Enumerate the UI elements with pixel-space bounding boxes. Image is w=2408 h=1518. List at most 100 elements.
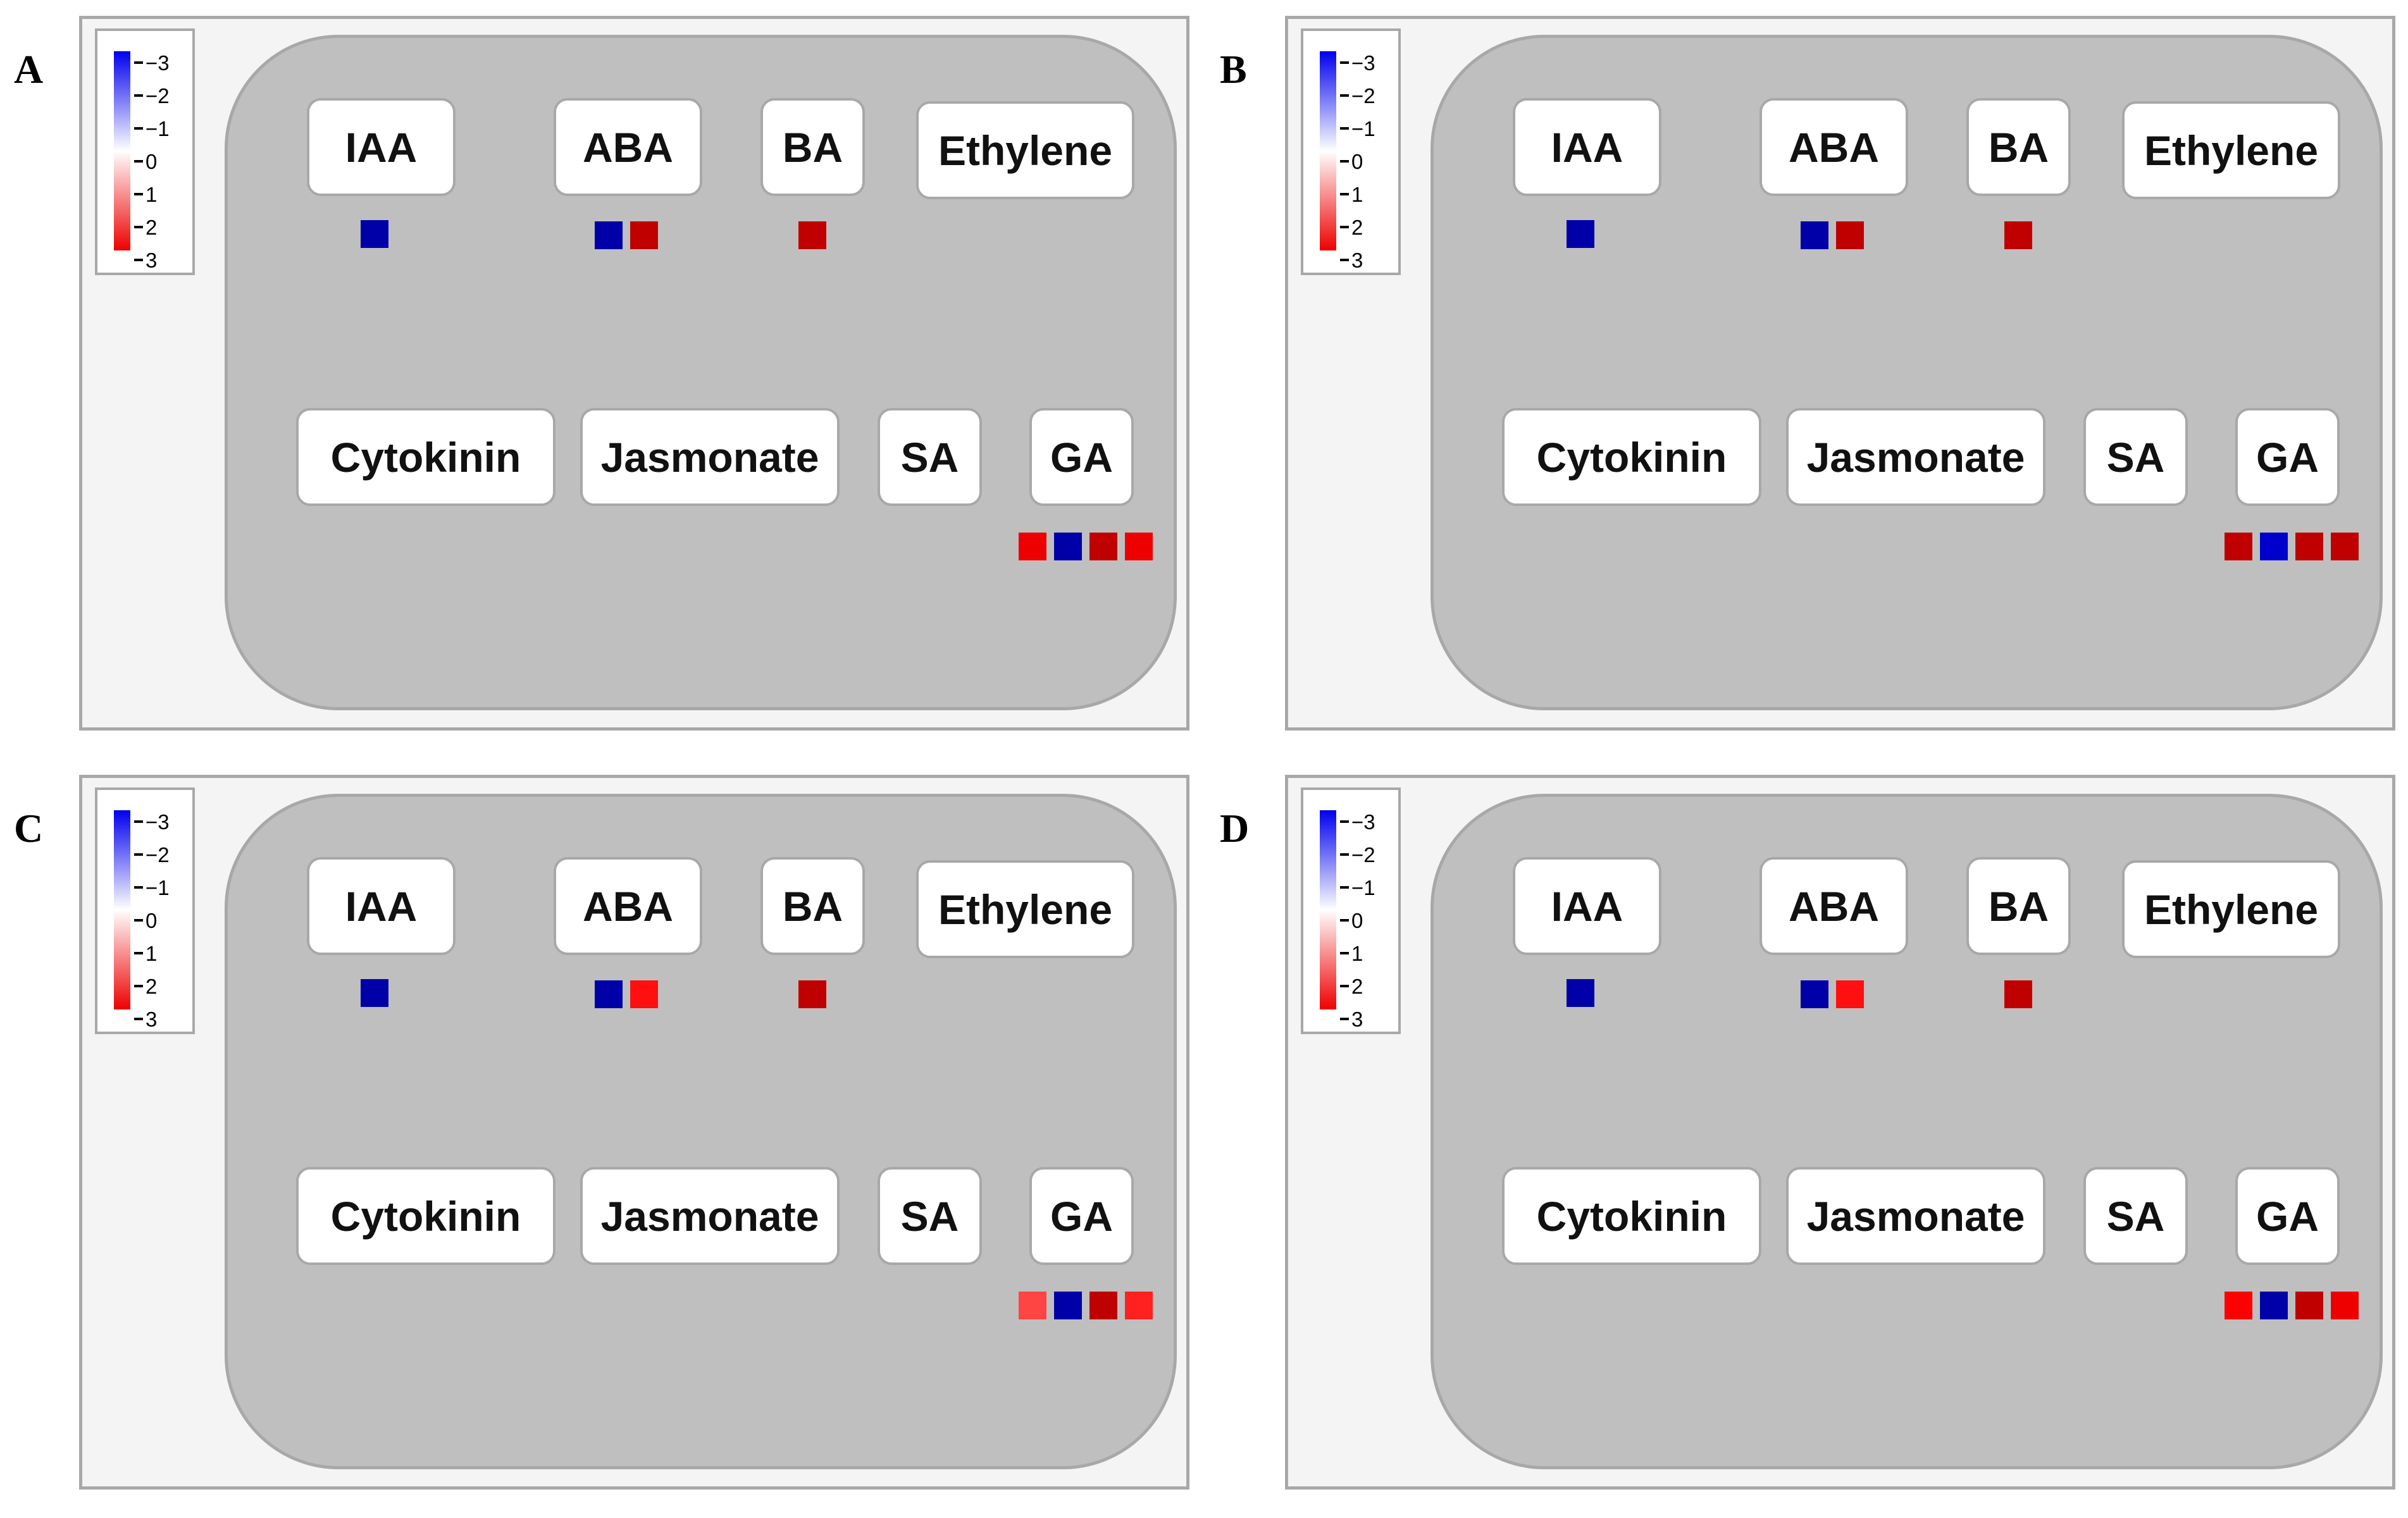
hormone-label: Ethylene — [938, 885, 1113, 933]
hormone-box-iaa: IAA — [307, 857, 456, 955]
legend-tick-label: 3 — [1351, 249, 1363, 272]
legend-tick — [134, 1018, 143, 1020]
panel-letter: C — [14, 806, 44, 851]
legend-tick-label: 0 — [1351, 150, 1363, 173]
hormone-box-ethylene: Ethylene — [916, 860, 1134, 958]
legend-tick-label: −3 — [146, 810, 170, 834]
expression-square-aba — [595, 221, 623, 249]
hormone-label: Ethylene — [2144, 126, 2319, 174]
hormone-box-aba: ABA — [554, 857, 702, 955]
hormone-box-ga: GA — [1029, 1167, 1134, 1265]
legend-tick — [1340, 919, 1349, 922]
expression-square-ga — [1125, 1292, 1153, 1319]
legend-tick-label: 1 — [146, 942, 158, 965]
legend-tick-label: 2 — [1351, 975, 1363, 998]
hormone-label: GA — [1050, 433, 1113, 481]
expression-square-iaa — [361, 979, 388, 1007]
hormone-box-iaa: IAA — [307, 98, 456, 196]
hormone-label: ABA — [1789, 882, 1879, 930]
legend-tick-label: 1 — [146, 183, 158, 206]
hormone-label: Cytokinin — [330, 433, 521, 481]
hormone-box-ba: BA — [760, 857, 865, 955]
panel-letter: B — [1220, 47, 1247, 92]
expression-square-ga — [1089, 533, 1117, 560]
expression-square-ga — [2225, 1292, 2252, 1319]
legend-tick-label: −3 — [1351, 810, 1375, 834]
panel-letter: D — [1220, 806, 1250, 851]
legend-tick — [134, 160, 143, 163]
expression-square-aba — [630, 980, 658, 1008]
hormone-label: BA — [1988, 123, 2049, 171]
legend-tick — [134, 853, 143, 856]
hormone-label: BA — [782, 123, 843, 171]
hormone-label: GA — [2256, 1192, 2319, 1240]
hormone-label: IAA — [345, 123, 418, 171]
legend-tick — [1340, 886, 1349, 889]
hormone-box-sa: SA — [878, 1167, 982, 1265]
hormone-label: SA — [2106, 433, 2165, 481]
hormone-label: BA — [1988, 882, 2049, 930]
hormone-label: Jasmonate — [1806, 433, 2025, 481]
hormone-label: Jasmonate — [600, 1192, 819, 1240]
color-scale-bar — [114, 810, 130, 1009]
expression-square-iaa — [1567, 220, 1594, 248]
hormone-label: BA — [782, 882, 843, 930]
legend-tick — [1340, 853, 1349, 856]
legend-tick-label: −1 — [1351, 117, 1375, 140]
hormone-box-iaa: IAA — [1513, 857, 1661, 955]
hormone-box-jasmonate: Jasmonate — [1786, 1167, 2045, 1265]
color-scale-bar — [1320, 51, 1336, 250]
legend-tick — [1340, 985, 1349, 987]
legend-tick-label: 1 — [1351, 942, 1363, 965]
expression-square-aba — [1836, 221, 1864, 249]
hormone-label: ABA — [583, 882, 673, 930]
hormone-box-ga: GA — [1029, 408, 1134, 506]
hormone-box-cytokinin: Cytokinin — [1502, 408, 1761, 506]
hormone-label: SA — [900, 433, 959, 481]
legend-tick-label: 0 — [1351, 909, 1363, 932]
legend-tick-label: 3 — [1351, 1008, 1363, 1031]
legend-tick — [134, 94, 143, 97]
legend-tick-label: 1 — [1351, 183, 1363, 206]
legend-tick — [1340, 226, 1349, 228]
legend-tick — [134, 226, 143, 228]
legend-tick — [134, 985, 143, 987]
legend-tick-label: 2 — [146, 975, 158, 998]
expression-square-ga — [1054, 1292, 1082, 1319]
expression-square-ga — [1089, 1292, 1117, 1319]
legend-tick-label: 0 — [146, 150, 158, 173]
legend-tick-label: 2 — [146, 216, 158, 239]
hormone-box-ga: GA — [2235, 408, 2340, 506]
legend-tick-label: −2 — [146, 843, 170, 867]
legend-tick — [134, 886, 143, 889]
color-scale-bar — [114, 51, 130, 250]
legend-tick-label: 3 — [146, 249, 158, 272]
legend-tick-label: −3 — [146, 51, 170, 75]
expression-square-ga — [2225, 533, 2252, 560]
hormone-box-ba: BA — [1966, 98, 2071, 196]
legend-tick — [134, 952, 143, 954]
legend-tick — [1340, 1018, 1349, 1020]
hormone-label: IAA — [1551, 882, 1623, 930]
hormone-label: Cytokinin — [330, 1192, 521, 1240]
hormone-box-aba: ABA — [1759, 857, 1908, 955]
legend-tick — [134, 820, 143, 823]
expression-square-ga — [1054, 533, 1082, 560]
legend-tick-label: −1 — [1351, 876, 1375, 899]
expression-square-ga — [1125, 533, 1153, 560]
hormone-box-aba: ABA — [554, 98, 702, 196]
legend-tick — [1340, 193, 1349, 195]
hormone-label: Jasmonate — [1806, 1192, 2025, 1240]
hormone-box-cytokinin: Cytokinin — [1502, 1167, 1761, 1265]
expression-square-ga — [2331, 1292, 2359, 1319]
hormone-box-ba: BA — [1966, 857, 2071, 955]
hormone-box-ethylene: Ethylene — [2122, 860, 2340, 958]
expression-square-aba — [1801, 221, 1828, 249]
legend-tick — [134, 127, 143, 130]
expression-square-ba — [798, 980, 826, 1008]
